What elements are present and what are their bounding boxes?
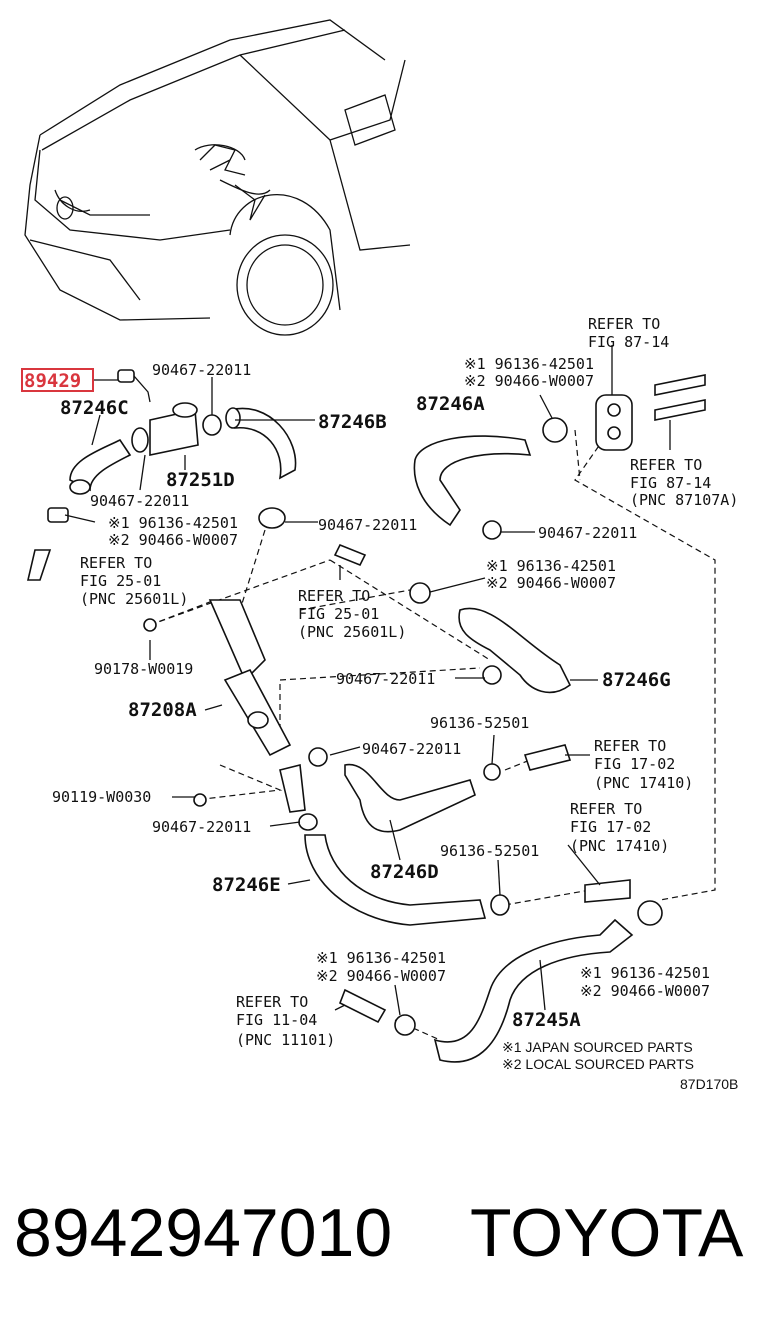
bolt-90178 — [143, 618, 157, 632]
clamp-top-center — [258, 507, 286, 529]
label-top-ref2: ※2 90466-W0007 — [464, 372, 594, 390]
label-ref1-left: ※1 96136-42501 — [108, 514, 238, 532]
label-87246b: 87246B — [318, 411, 387, 433]
label-pnc-17-b: (PNC 17410) — [570, 837, 669, 855]
label-87246d: 87246D — [370, 861, 439, 883]
label-fig-25-b: FIG 25-01 — [298, 605, 379, 623]
label-96136-5b: 96136-52501 — [440, 842, 539, 860]
note-local: ※2 LOCAL SOURCED PARTS — [502, 1056, 694, 1072]
note-japan: ※1 JAPAN SOURCED PARTS — [502, 1039, 693, 1055]
label-87246c: 87246C — [60, 397, 129, 419]
label-pnc-11: (PNC 11101) — [236, 1031, 335, 1049]
leader-lines — [64, 345, 671, 1016]
label-90119: 90119-W0030 — [52, 788, 151, 806]
label-top-ref1: ※1 96136-42501 — [464, 355, 594, 373]
bracket-87-14 — [595, 374, 706, 451]
label-fig-11: FIG 11-04 — [236, 1011, 317, 1029]
sensor-89429 — [117, 369, 151, 403]
label-bot-ref1: ※1 96136-42501 — [316, 949, 446, 967]
label-90178: 90178-W0019 — [94, 660, 193, 678]
clamp-90467-e — [298, 813, 318, 831]
bolt-90119 — [193, 793, 207, 807]
label-br-ref2: ※2 90466-W0007 — [580, 982, 710, 1000]
label-refer-25-b: REFER TO — [298, 587, 370, 605]
pipe-left — [26, 549, 52, 581]
label-90467-d: 90467-22011 — [362, 740, 461, 758]
label-pnc-17-a: (PNC 17410) — [594, 774, 693, 792]
label-87208a: 87208A — [128, 699, 197, 721]
hose-87246b — [225, 407, 297, 480]
label-90467-b: 90467-22011 — [90, 492, 189, 510]
label-mid-ref2: ※2 90466-W0007 — [486, 574, 616, 592]
label-87245a: 87245A — [512, 1009, 581, 1031]
label-90467-g: 90467-22011 — [336, 670, 435, 688]
pipe-87208a — [208, 599, 306, 813]
label-refer-87-a: REFER TO — [588, 315, 660, 333]
footer-brand: TOYOTA — [470, 1195, 744, 1271]
clamp-90467-f — [482, 520, 502, 540]
label-br-ref1: ※1 96136-42501 — [580, 964, 710, 982]
label-refer-25-a: REFER TO — [80, 554, 152, 572]
label-pnc-25-b: (PNC 25601L) — [298, 623, 406, 641]
label-96136-5a: 96136-52501 — [430, 714, 529, 732]
car-illustration — [24, 19, 411, 336]
label-87246g: 87246G — [602, 669, 671, 691]
label-bot-ref2: ※2 90466-W0007 — [316, 967, 446, 985]
label-87246a: 87246A — [416, 393, 485, 415]
hose-87245a — [433, 900, 663, 1063]
hose-87246e — [304, 834, 487, 926]
label-90467-a: 90467-22011 — [152, 361, 251, 379]
label-refer-17-b: REFER TO — [570, 800, 642, 818]
label-fig-25-a: FIG 25-01 — [80, 572, 161, 590]
label-refer-87-b: REFER TO — [630, 456, 702, 474]
label-87251d: 87251D — [166, 469, 235, 491]
clamp-90467-d — [308, 747, 328, 767]
label-87246e: 87246E — [212, 874, 281, 896]
pipe-17-02-a — [523, 744, 572, 771]
label-fig-17-a: FIG 17-02 — [594, 755, 675, 773]
clamp-96136-5b — [490, 894, 510, 916]
label-refer-11: REFER TO — [236, 993, 308, 1011]
pipe-25-01 — [333, 543, 367, 567]
hose-87246g — [458, 607, 572, 694]
label-fig-17-b: FIG 17-02 — [570, 818, 651, 836]
label-90467-f: 90467-22011 — [538, 524, 637, 542]
label-refer-17-a: REFER TO — [594, 737, 666, 755]
highlight-part-number: 89429 — [24, 370, 81, 392]
label-pnc-25-a: (PNC 25601L) — [80, 590, 188, 608]
label-pnc-87-b: (PNC 87107A) — [630, 491, 738, 509]
diagram-code: 87D170B — [680, 1076, 738, 1092]
clamp-96136-5a — [483, 763, 501, 781]
label-fig-87-b: FIG 87-14 — [630, 474, 711, 492]
label-mid-ref1: ※1 96136-42501 — [486, 557, 616, 575]
label-90467-e: 90467-22011 — [152, 818, 251, 836]
label-90467-c: 90467-22011 — [318, 516, 417, 534]
water-outlet-87251d — [131, 402, 199, 456]
label-fig-87-a: FIG 87-14 — [588, 333, 669, 351]
clamp-90467-a — [202, 414, 222, 436]
dashed-connectors — [149, 429, 716, 1041]
clamp-mid — [409, 582, 431, 604]
hose-87246a — [413, 417, 568, 527]
sensor-left — [47, 507, 69, 523]
pipe-17-02-b — [584, 879, 631, 903]
hose-87246c — [69, 438, 132, 495]
footer-part-number: 8942947010 — [14, 1195, 392, 1271]
clamp-bottom — [394, 1014, 416, 1036]
highlight-box — [21, 368, 94, 392]
hose-87246d — [344, 763, 476, 833]
pipe-11-04 — [338, 988, 387, 1024]
label-ref2-left: ※2 90466-W0007 — [108, 531, 238, 549]
clamp-90467-g — [482, 665, 502, 685]
